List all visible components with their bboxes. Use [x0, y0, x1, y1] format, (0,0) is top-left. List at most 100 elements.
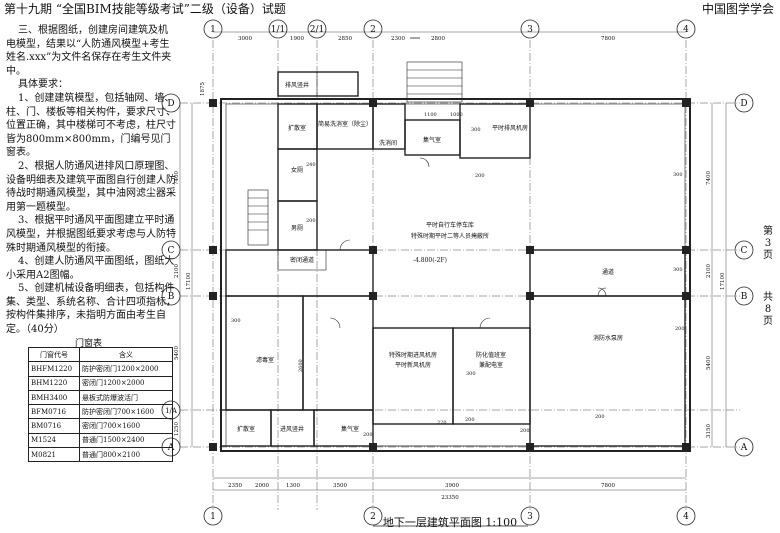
dim-small: 200	[475, 173, 485, 179]
room-label: 扩散室	[237, 425, 255, 433]
question-intro: 三、根据图纸，创建房间建筑及机电模型，结果以“人防通风模型+考生姓名.xxx”为…	[6, 25, 172, 77]
axis-label: 2	[370, 25, 376, 35]
axis-label: 2/1	[310, 25, 324, 35]
dim-label: 17100	[186, 272, 192, 290]
axis-label: C	[741, 246, 748, 256]
dim-label: 17100	[720, 272, 726, 290]
axis-label: 2	[370, 512, 376, 522]
dim-small: 220	[437, 420, 447, 426]
room-label: 进风竖井	[280, 425, 304, 433]
axis-label: A	[167, 443, 175, 453]
dim-small: 1000	[450, 112, 463, 118]
dim-small: 240	[306, 162, 316, 168]
dim-label: 3900	[445, 483, 459, 489]
dim-label: 7800	[601, 36, 615, 42]
level-mark: -4.800(-2F)	[413, 257, 447, 264]
room-label: 集气室	[341, 425, 359, 433]
axis-label: 1	[210, 25, 216, 35]
door-table-title: 门窗表	[75, 339, 103, 349]
page-number: 第3页	[763, 226, 773, 261]
dim-label: 1250	[174, 422, 180, 436]
question-item: 3、根据平时通风平面图建立平时通风模型，并根据图纸要求考虑与人防特殊时期通风模型…	[6, 215, 176, 254]
dim-small: 1100	[424, 112, 437, 118]
axis-label: B	[168, 292, 175, 302]
axis-label: 1/A	[165, 407, 178, 415]
axis-label: 1/1	[271, 25, 285, 35]
room-label: 女厕	[291, 166, 303, 174]
dim-small: 200	[465, 417, 475, 423]
dim-small: 200	[675, 326, 685, 332]
axis-label: A	[740, 443, 748, 453]
axis-label: 3	[527, 25, 533, 35]
room-label: 特殊时期平时二等人员掩蔽所	[411, 232, 489, 240]
axis-label: 1	[210, 512, 216, 522]
dim-small: 200	[595, 414, 605, 420]
plan-title: 地下一层建筑平面图 1:100	[383, 515, 517, 529]
question-item: 1、创建建筑模型，包括轴网、墙、柱、门、楼板等相关构件，要求尺寸、位置正确，其中…	[6, 92, 176, 159]
table-header-row: 门窗代号 含义	[28, 346, 173, 363]
axis-label: D	[167, 99, 174, 109]
question-text: 三、根据图纸，创建房间建筑及机电模型，结果以“人防通风模型+考生姓名.xxx”为…	[6, 24, 176, 337]
room-label: 消防水泵房	[593, 334, 623, 342]
room-label: 平时自行车停车库	[426, 221, 474, 229]
question-item: 5、创建机械设备明细表，包括构件集、类型、系统名称、合计四项指标，按构件集排序，…	[6, 283, 176, 336]
question-req-title: 具体要求：	[18, 79, 68, 91]
dim-label: 3500	[333, 483, 347, 489]
axis-label: C	[168, 246, 175, 256]
dim-small: 200	[306, 218, 316, 224]
axis-label: 3	[527, 512, 533, 522]
dim-label: 1300	[286, 483, 300, 489]
dim-label: 1900	[290, 36, 304, 42]
dim-label: 7400	[174, 171, 180, 185]
dim-label: 7400	[706, 171, 712, 185]
dim-label: 2350	[228, 483, 242, 489]
room-label: 简易洗消室（除尘）	[318, 120, 372, 128]
door-code: M0821	[28, 447, 80, 463]
dim-small: 300	[673, 172, 683, 178]
page-total: 共8页	[763, 292, 773, 327]
dim-label: 2850	[338, 36, 352, 42]
dim-label: 1875	[200, 82, 206, 96]
dim-label: 3150	[706, 424, 712, 438]
dim-label: 2000	[255, 483, 269, 489]
room-label: 洗消间	[379, 139, 397, 147]
room-label: 兼配电室	[479, 361, 503, 369]
room-label: 平时新风机房	[395, 361, 431, 369]
room-label: 密闭通道	[290, 256, 314, 264]
room-label: 平时排风机房	[492, 124, 528, 132]
header-title: 第十九期 “全国BIM技能等级考试”二级（设备）试题	[4, 2, 286, 16]
dim-label: 5400	[706, 356, 712, 370]
room-label: 集气室	[423, 136, 441, 144]
axis-label: B	[741, 292, 748, 302]
room-label: 滤毒室	[256, 356, 274, 364]
dim-small: 300	[466, 371, 476, 377]
dim-label: 2300	[391, 36, 405, 42]
dim-small: 200	[520, 428, 530, 434]
header-publisher: 中国图学学会	[701, 2, 774, 16]
dim-label: 3000	[238, 36, 252, 42]
room-label: 扩散室	[288, 124, 306, 132]
room-label: 通道	[602, 268, 614, 276]
dim-small: 300	[231, 318, 241, 324]
axis-label: 4	[683, 512, 689, 522]
room-label: 特殊时期进风机房	[389, 351, 437, 359]
dim-label: 2100	[174, 264, 180, 278]
room-label: 排风竖井	[285, 81, 309, 89]
dim-small: 200	[363, 432, 373, 438]
question-item: 2、根据人防通风进排风口原理图、设备明细表及建筑平面图自行创建人防待战时期通风模…	[6, 160, 176, 213]
question-item: 4、创建人防通风平面图纸，图纸大小采用A2图幅。	[6, 256, 175, 281]
dim-small: 2600	[298, 359, 304, 372]
dim-label: 7800	[601, 483, 615, 489]
dim-small: 300	[673, 267, 683, 273]
dim-label: 5400	[174, 346, 180, 360]
room-label: 防化值班室	[476, 351, 506, 359]
dim-label: 2800	[431, 36, 445, 42]
dim-small: 300	[471, 127, 481, 133]
